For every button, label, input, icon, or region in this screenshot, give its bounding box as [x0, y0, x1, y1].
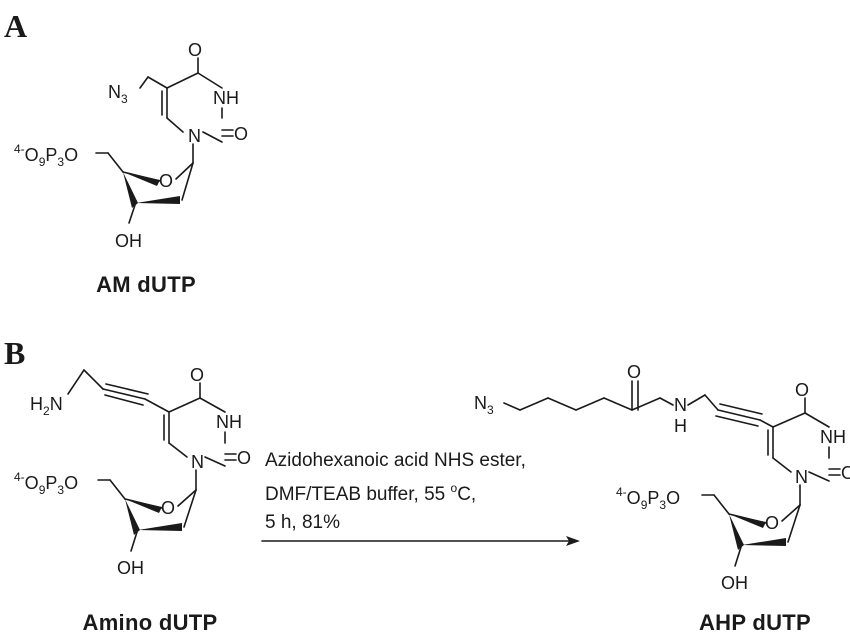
panel-label-b: B: [4, 335, 25, 371]
ahp-dutp-labels: N3 O N H O NH O N O OH 4-O9P3O: [474, 362, 850, 593]
condition-line-2: DMF/TEAB buffer, 55 oC,: [265, 481, 476, 505]
svg-text:N: N: [795, 467, 808, 487]
svg-text:O: O: [841, 463, 850, 483]
svg-text:O: O: [795, 380, 809, 400]
svg-text:H2N: H2N: [30, 394, 63, 418]
amino-dutp-structure: [67, 369, 237, 552]
svg-text:NH: NH: [216, 412, 242, 432]
svg-text:O: O: [237, 448, 251, 468]
reaction-conditions: Azidohexanoic acid NHS ester, DMF/TEAB b…: [265, 450, 526, 533]
svg-text:O: O: [161, 498, 175, 518]
svg-text:4-O9P3O: 4-O9P3O: [14, 470, 78, 497]
svg-text:N3: N3: [108, 82, 128, 106]
svg-text:4-O9P3O: 4-O9P3O: [616, 485, 680, 512]
svg-text:N: N: [188, 126, 201, 146]
svg-text:OH: OH: [721, 573, 748, 593]
svg-text:O: O: [627, 362, 641, 382]
condition-line-1: Azidohexanoic acid NHS ester,: [265, 450, 526, 471]
reaction-arrow: [261, 536, 580, 546]
amino-dutp-labels: O NH O N H2N O OH 4-O9P3O: [14, 365, 251, 578]
ahp-dutp-name: AHP dUTP: [699, 610, 811, 635]
svg-text:N: N: [191, 452, 204, 472]
am-dutp-name: AM dUTP: [96, 272, 196, 297]
svg-text:OH: OH: [115, 231, 142, 251]
svg-text:NH: NH: [820, 427, 846, 447]
svg-text:O: O: [234, 124, 248, 144]
panel-label-a: A: [4, 8, 27, 44]
am-dutp-structure: [95, 57, 234, 224]
svg-text:4-O9P3O: 4-O9P3O: [14, 142, 78, 169]
svg-text:O: O: [159, 171, 173, 191]
ahp-dutp-structure: [503, 380, 841, 567]
svg-text:NH: NH: [213, 88, 239, 108]
svg-text:H: H: [674, 416, 687, 436]
svg-text:N: N: [674, 395, 687, 415]
condition-line-3: 5 h, 81%: [265, 512, 340, 533]
svg-text:O: O: [190, 365, 204, 385]
svg-text:OH: OH: [117, 558, 144, 578]
amino-dutp-name: Amino dUTP: [83, 610, 218, 635]
svg-text:O: O: [188, 40, 202, 60]
am-dutp-labels: O NH O N N3 O OH 4-O9P3O: [14, 40, 248, 251]
svg-text:O: O: [765, 513, 779, 533]
svg-text:N3: N3: [474, 393, 494, 417]
